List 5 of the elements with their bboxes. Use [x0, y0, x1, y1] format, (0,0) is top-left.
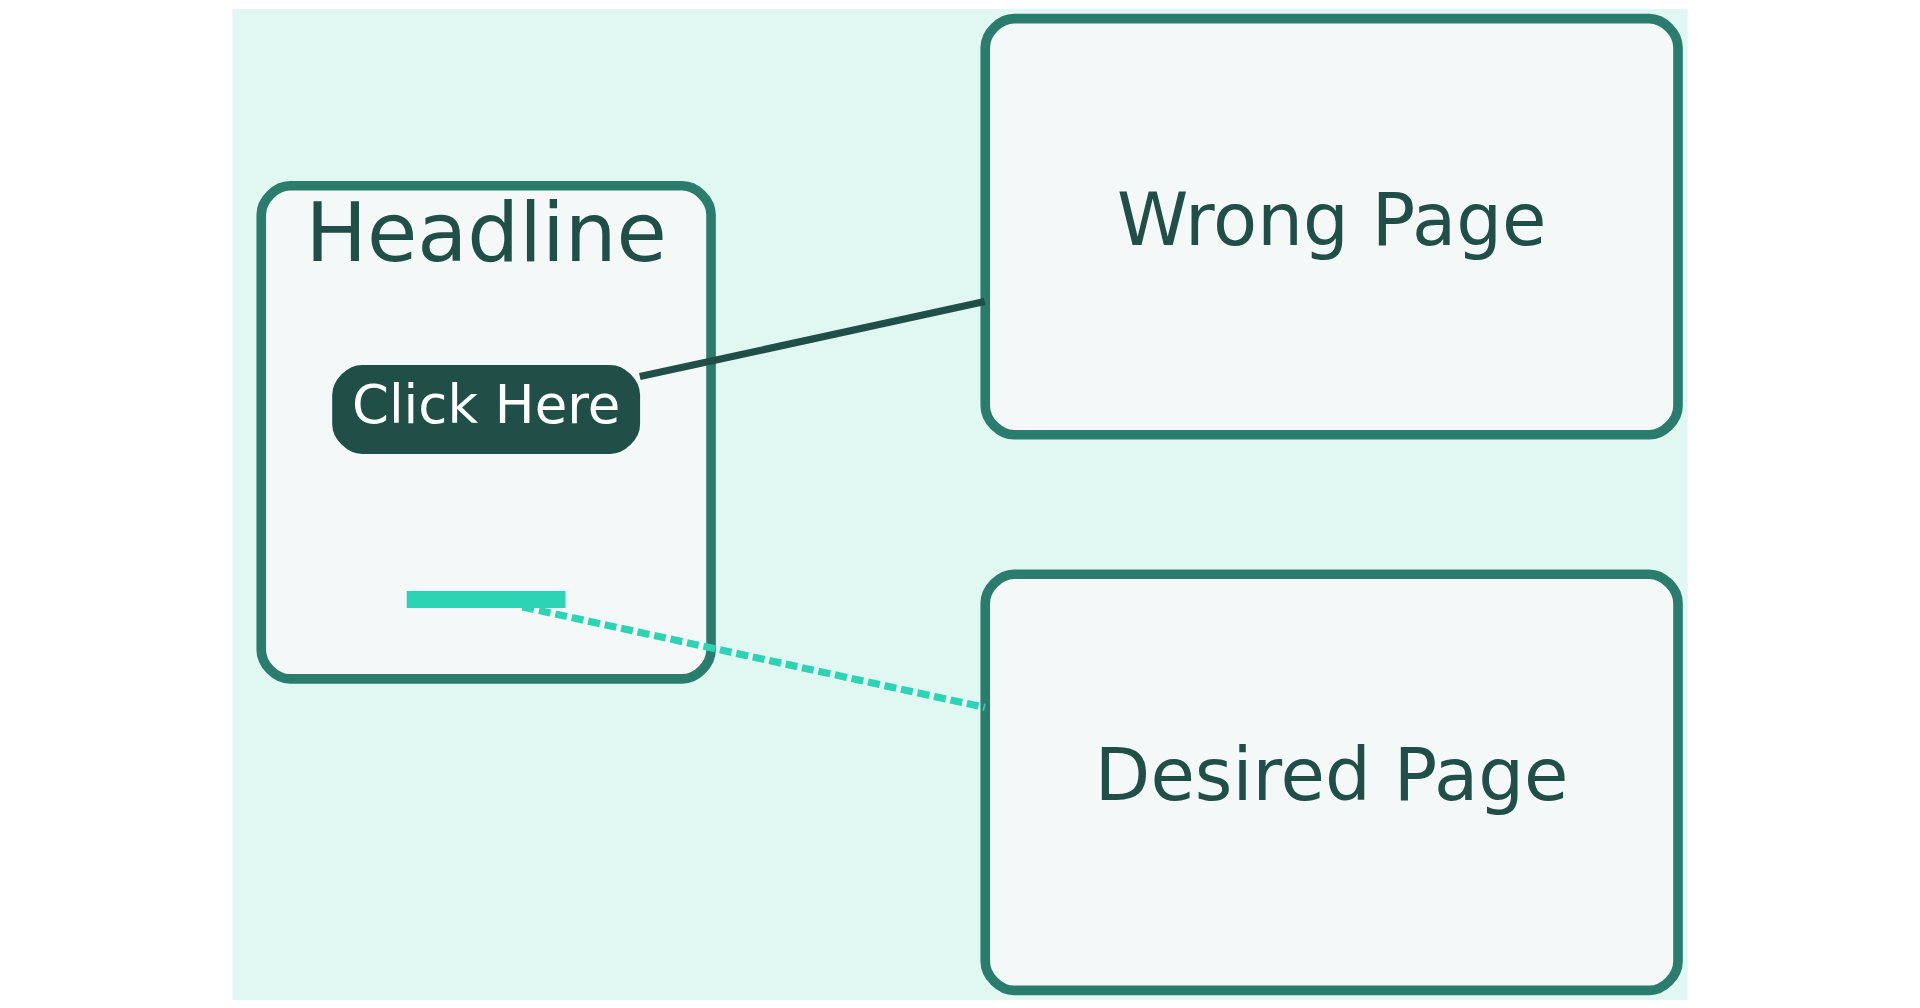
node-box: Click Here [332, 364, 641, 454]
node-box: Wrong Page [980, 13, 1683, 440]
node-box: Desired Page [980, 568, 1683, 995]
connector [639, 297, 986, 380]
node-bar [406, 590, 566, 608]
